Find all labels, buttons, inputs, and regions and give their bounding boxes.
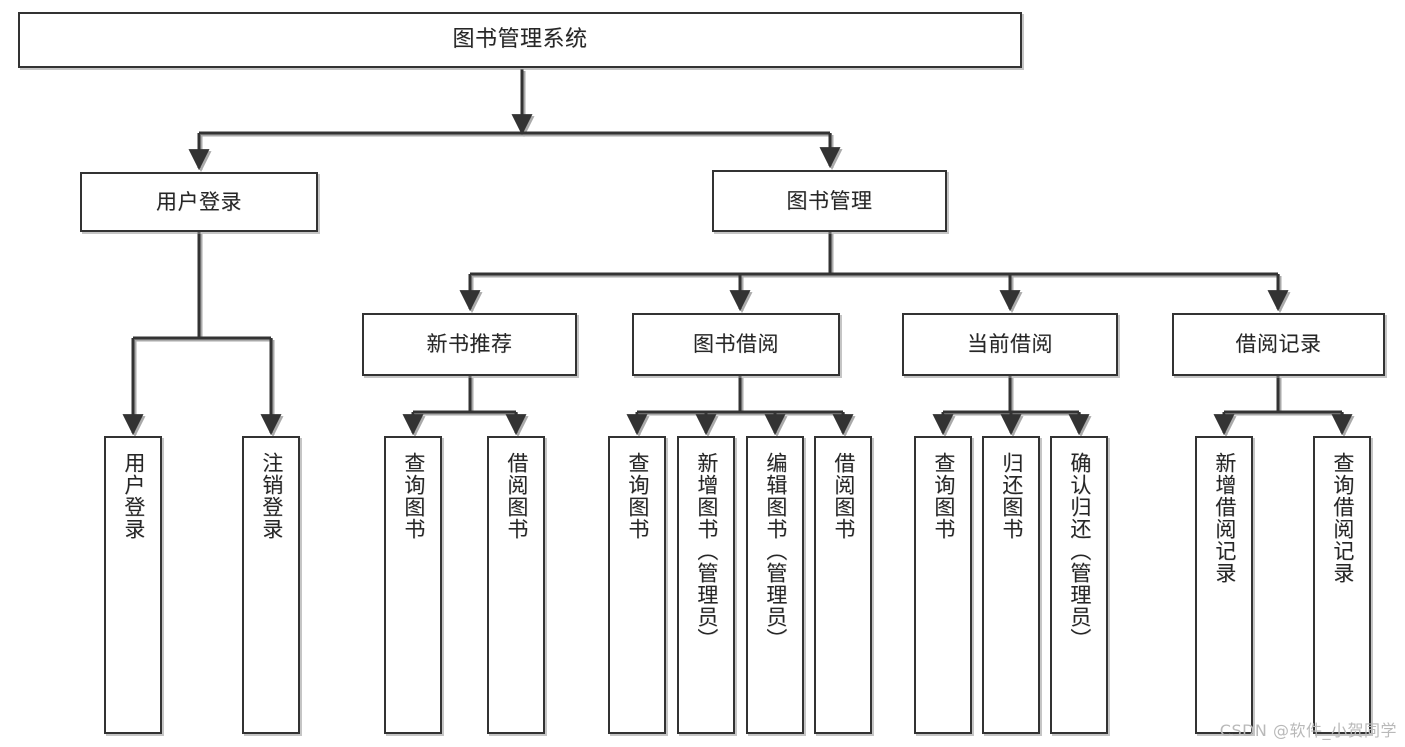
node-leaf-borrow-book-2-label: 借阅图书 (831, 452, 856, 540)
node-leaf-query-book-3-label: 查询图书 (931, 452, 956, 540)
node-leaf-user-login-label: 用户登录 (121, 452, 146, 540)
node-leaf-query-book-1[interactable]: 查询图书 (384, 436, 442, 734)
node-new-book-recommend[interactable]: 新书推荐 (362, 313, 577, 376)
node-leaf-query-book-2-label: 查询图书 (625, 452, 650, 540)
node-leaf-borrow-book-2[interactable]: 借阅图书 (814, 436, 872, 734)
node-current-borrow-label: 当前借阅 (967, 332, 1053, 357)
watermark: CSDN @软件_小贺同学 (1219, 721, 1397, 740)
node-leaf-borrow-book-1-label: 借阅图书 (504, 452, 529, 540)
node-root-label: 图书管理系统 (452, 27, 588, 53)
node-leaf-query-book-3[interactable]: 查询图书 (914, 436, 972, 734)
node-book-management-label: 图书管理 (786, 188, 873, 213)
node-leaf-query-book-1-label: 查询图书 (401, 452, 426, 540)
node-leaf-borrow-book-1[interactable]: 借阅图书 (487, 436, 545, 734)
node-borrow-record[interactable]: 借阅记录 (1172, 313, 1385, 376)
node-book-borrow[interactable]: 图书借阅 (632, 313, 840, 376)
node-leaf-add-record-label: 新增借阅记录 (1212, 452, 1237, 584)
node-leaf-confirm-return[interactable]: 确认归还（管理员） (1050, 436, 1108, 734)
node-leaf-edit-book-label: 编辑图书（管理员） (763, 452, 788, 650)
node-leaf-query-record[interactable]: 查询借阅记录 (1313, 436, 1371, 734)
node-leaf-logout-label: 注销登录 (259, 452, 284, 540)
node-user-login-label: 用户登录 (156, 189, 242, 214)
node-leaf-confirm-return-label: 确认归还（管理员） (1067, 452, 1092, 650)
node-root[interactable]: 图书管理系统 (18, 12, 1022, 68)
node-leaf-return-book-label: 归还图书 (999, 452, 1024, 540)
node-book-borrow-label: 图书借阅 (693, 332, 779, 357)
node-leaf-query-book-2[interactable]: 查询图书 (608, 436, 666, 734)
node-leaf-query-record-label: 查询借阅记录 (1330, 452, 1355, 584)
node-leaf-add-book-label: 新增图书（管理员） (694, 452, 719, 650)
node-leaf-return-book[interactable]: 归还图书 (982, 436, 1040, 734)
node-book-management[interactable]: 图书管理 (712, 170, 947, 232)
node-leaf-add-record[interactable]: 新增借阅记录 (1195, 436, 1253, 734)
node-user-login[interactable]: 用户登录 (80, 172, 318, 232)
node-leaf-logout[interactable]: 注销登录 (242, 436, 300, 734)
node-leaf-add-book[interactable]: 新增图书（管理员） (677, 436, 735, 734)
node-borrow-record-label: 借阅记录 (1235, 332, 1322, 357)
node-current-borrow[interactable]: 当前借阅 (902, 313, 1118, 376)
node-leaf-user-login[interactable]: 用户登录 (104, 436, 162, 734)
node-new-book-recommend-label: 新书推荐 (426, 332, 513, 357)
node-leaf-edit-book[interactable]: 编辑图书（管理员） (746, 436, 804, 734)
